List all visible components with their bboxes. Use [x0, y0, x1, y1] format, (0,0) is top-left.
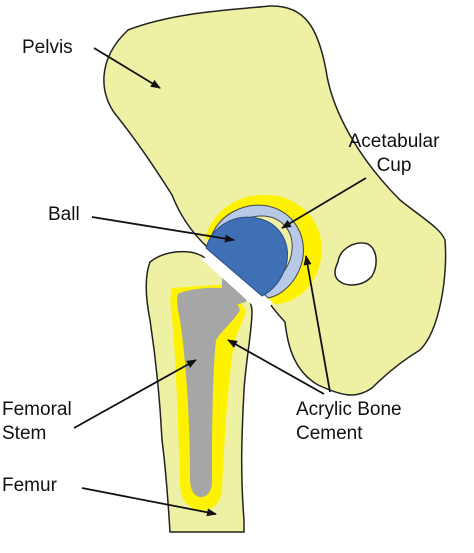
obturator-foramen [334, 242, 377, 286]
joint-gap [200, 256, 276, 314]
acrylic-bone-cement-label: Acrylic Bone Cement [296, 398, 402, 446]
ball-label: Ball [48, 204, 80, 225]
acrylic-bone-cement-label-line1: Acrylic Bone [296, 399, 402, 420]
femur-label: Femur [2, 475, 57, 496]
femoral-stem [177, 287, 240, 498]
femoral-stem-label-line1: Femoral [2, 399, 72, 420]
ball-arrow [91, 216, 235, 243]
acetabular-cup-label: Acetabular Cup [338, 130, 450, 178]
acetabular-cup-arrow [281, 177, 367, 229]
cement-arrow-acetabular [303, 255, 331, 393]
femoral-stem-arrow [73, 359, 197, 429]
femoral-stem-label-line2: Stem [2, 423, 47, 444]
acetabular-cup-label-line2: Cup [376, 155, 412, 176]
cement-arrow-stem [227, 339, 325, 395]
femur-arrow [81, 487, 217, 517]
acetabular-cup [209, 204, 304, 299]
pelvis-arrow [93, 47, 161, 89]
pelvis-label: Pelvis [22, 37, 73, 58]
acrylic-bone-cement-label-line2: Cement [296, 423, 363, 444]
acetabular-cup-label-line1: Acetabular [348, 131, 440, 152]
femoral-stem-label: Femoral Stem [2, 398, 72, 446]
